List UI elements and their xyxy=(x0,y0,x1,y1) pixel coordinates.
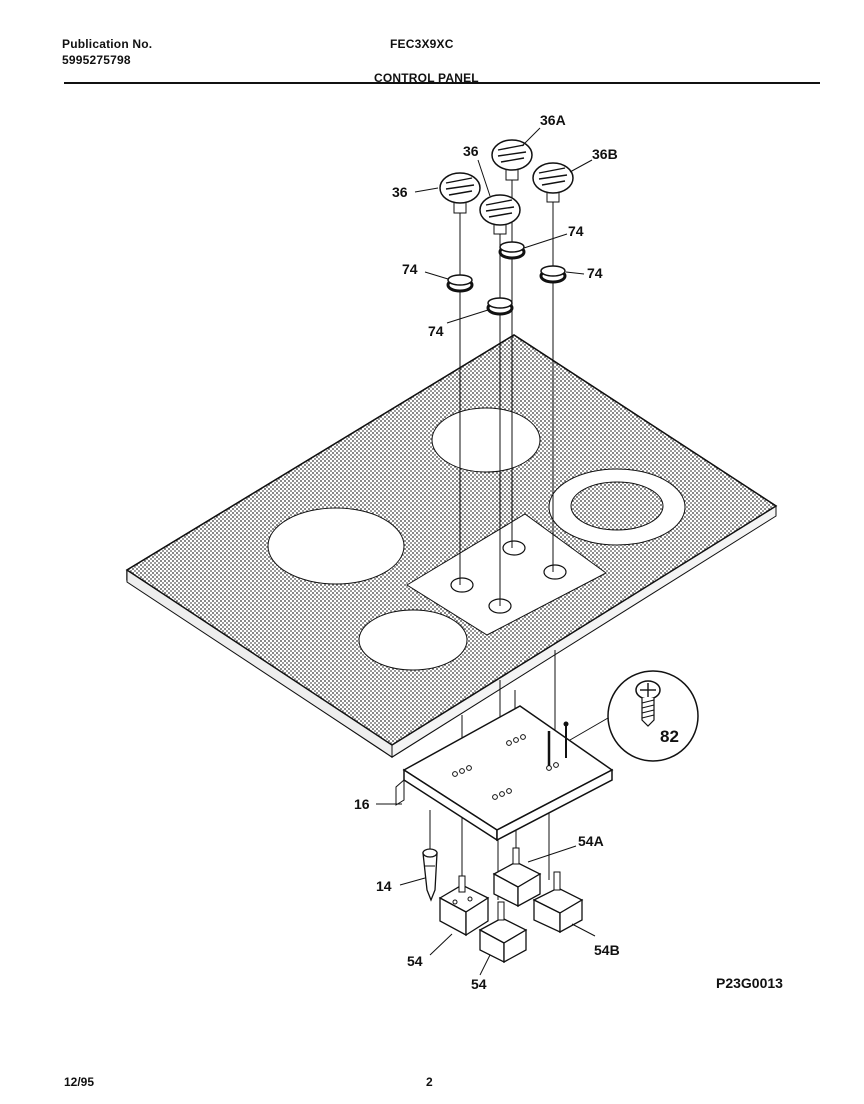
model-number: FEC3X9XC xyxy=(390,37,454,51)
callout-74: 74 xyxy=(587,265,603,281)
callout-74: 74 xyxy=(568,223,584,239)
callout-74: 74 xyxy=(402,261,418,277)
ring-74 xyxy=(446,274,474,293)
leader-lines xyxy=(376,127,596,976)
knob-hole xyxy=(543,564,567,580)
ring-74 xyxy=(486,297,514,316)
publication-number: 5995275798 xyxy=(62,53,131,67)
publication-label: Publication No. xyxy=(62,37,153,51)
knob-36-center xyxy=(479,194,521,235)
burner-zone-left-front xyxy=(358,609,468,671)
control-area xyxy=(406,513,607,636)
callout-82: 82 xyxy=(660,727,679,746)
burner-zone-rear xyxy=(431,407,541,473)
section-title: CONTROL PANEL xyxy=(374,71,479,85)
burner-zone-left-rear xyxy=(267,507,405,585)
bracket-16 xyxy=(395,705,614,842)
knob-hole xyxy=(502,540,526,556)
footer-date: 12/95 xyxy=(64,1075,95,1089)
switch-54-left xyxy=(438,875,490,937)
switch-54-front xyxy=(478,901,528,964)
callout-36-left: 36 xyxy=(392,184,408,200)
callout-54: 54 xyxy=(471,976,487,992)
callout-14: 14 xyxy=(376,878,392,894)
knob-36B xyxy=(532,162,574,203)
header-rule xyxy=(64,82,820,84)
switch-54A xyxy=(492,847,542,908)
callout-16: 16 xyxy=(354,796,370,812)
callout-36-center: 36 xyxy=(463,143,479,159)
cooktop-glass xyxy=(125,334,778,758)
footer-page-number: 2 xyxy=(426,1075,433,1089)
knob-36-left xyxy=(439,172,481,214)
callout-54B: 54B xyxy=(594,942,620,958)
screw-82-inset xyxy=(569,670,699,762)
callout-54: 54 xyxy=(407,953,423,969)
knob-36A xyxy=(491,139,533,181)
indicator-light-14 xyxy=(422,848,438,902)
ring-74 xyxy=(498,241,526,260)
diagram-code: P23G0013 xyxy=(716,975,783,991)
callout-36B: 36B xyxy=(592,146,618,162)
burner-zone-right-dual xyxy=(548,468,686,546)
callout-54A: 54A xyxy=(578,833,604,849)
ring-74 xyxy=(539,265,567,284)
switch-54B xyxy=(532,871,584,934)
callout-36A: 36A xyxy=(540,112,566,128)
callout-74: 74 xyxy=(428,323,444,339)
knob-hole xyxy=(450,577,474,593)
